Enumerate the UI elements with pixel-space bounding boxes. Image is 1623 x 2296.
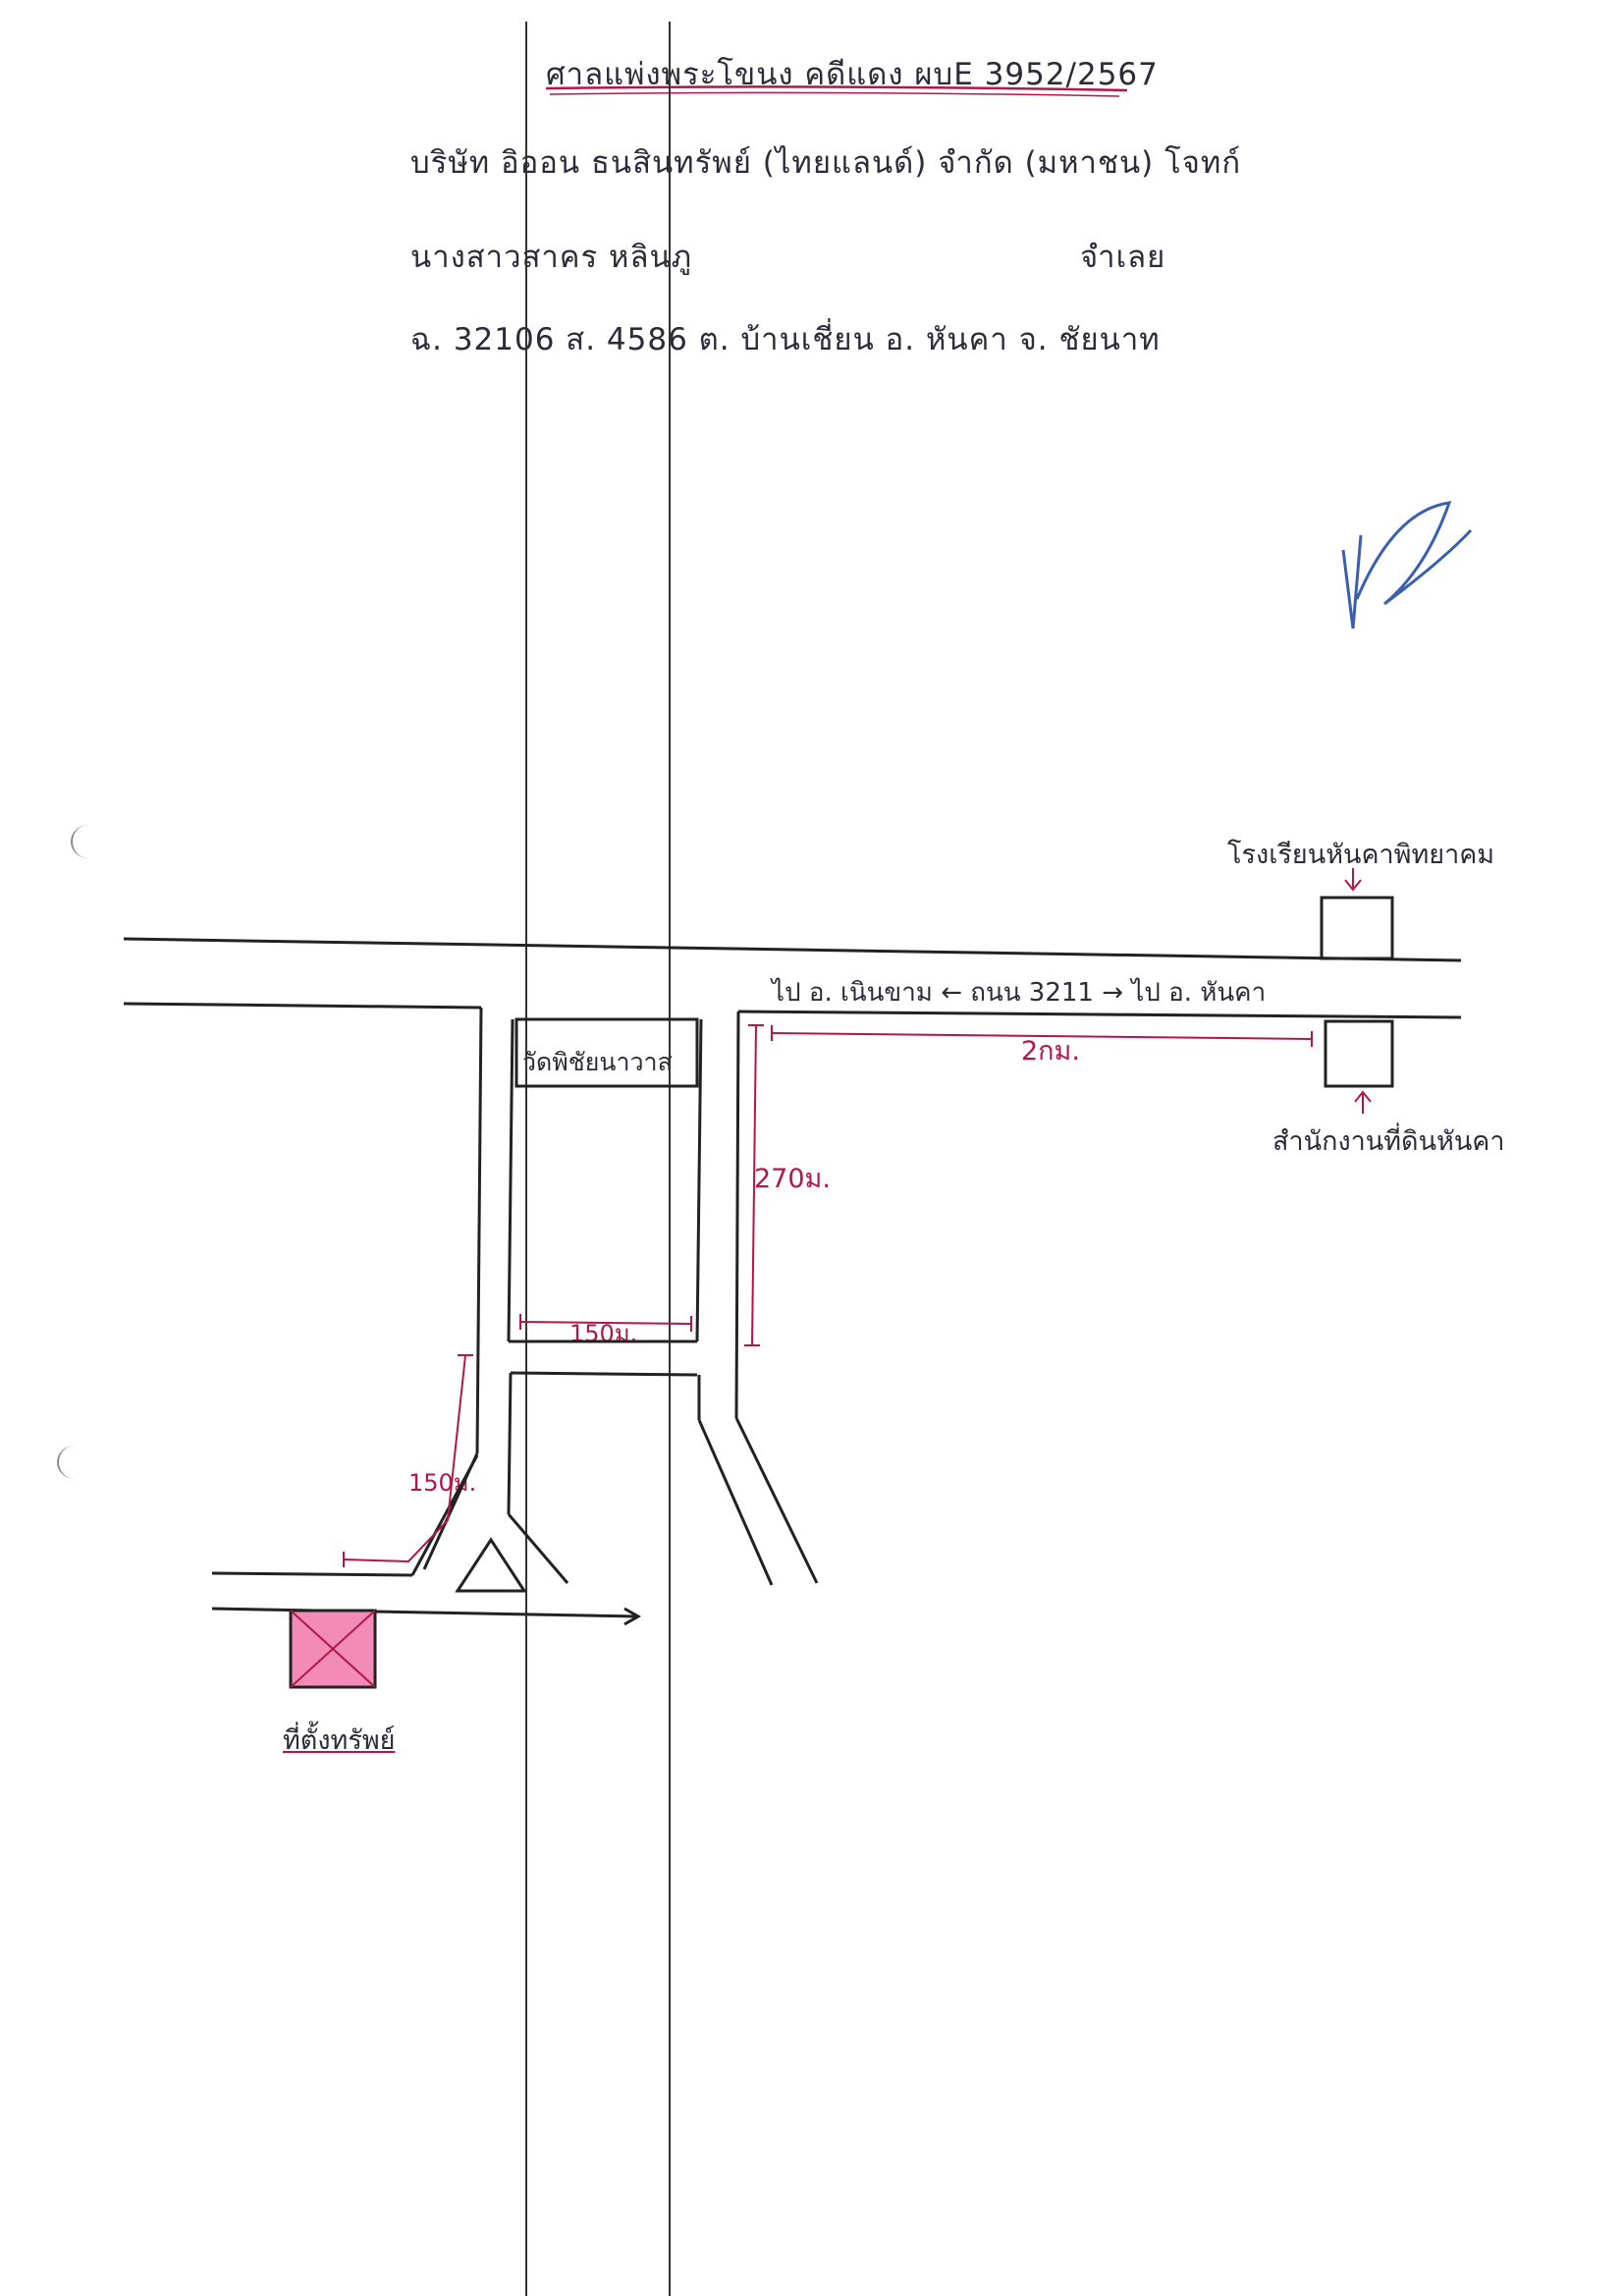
distance-side-label: 270ม. (754, 1164, 831, 1194)
main-road (123, 937, 1462, 1019)
distance-temple-arrow (519, 1314, 692, 1332)
defendant-role: จำเลย (1080, 240, 1166, 275)
distance-branch-arrow (343, 1354, 473, 1567)
header-underline (545, 85, 1128, 92)
property-marker (289, 1609, 377, 1689)
defendant-name: นางสาวสาคร หลินภู (410, 240, 693, 275)
land-office-box (1324, 1019, 1394, 1088)
punch-hole-bottom (57, 1446, 92, 1479)
distance-main-arrow (771, 1025, 1313, 1047)
school-label: โรงเรียนหันคาพิทยาคม (1227, 840, 1495, 870)
school-box (1320, 896, 1394, 960)
road-label: ไป อ. เนินขาม ← ถนน 3211 → ไป อ. หันคา (772, 978, 1267, 1008)
lower-junction (211, 1371, 698, 1626)
signature-mark (1341, 501, 1473, 629)
left-side-road (422, 1007, 483, 1570)
temple-label: วัดพิชัยนาวาส (522, 1048, 673, 1076)
property-label: ที่ตั้งทรัพย์ (283, 1725, 396, 1756)
land-office-label: สำนักงานที่ดินหันคา (1272, 1126, 1505, 1157)
punch-hole-top (71, 825, 106, 858)
temple-block (507, 1017, 703, 1343)
plaintiff-line: บริษัท อิออน ธนสินทรัพย์ (ไทยแลนด์) จำกั… (410, 145, 1242, 181)
right-side-road (697, 1011, 819, 1586)
distance-side-arrow (744, 1024, 764, 1346)
title-deed-line: ฉ. 32106 ส. 4586 ต. บ้านเชี่ยน อ. หันคา … (410, 322, 1161, 357)
distance-main-label: 2กม. (1021, 1036, 1080, 1066)
